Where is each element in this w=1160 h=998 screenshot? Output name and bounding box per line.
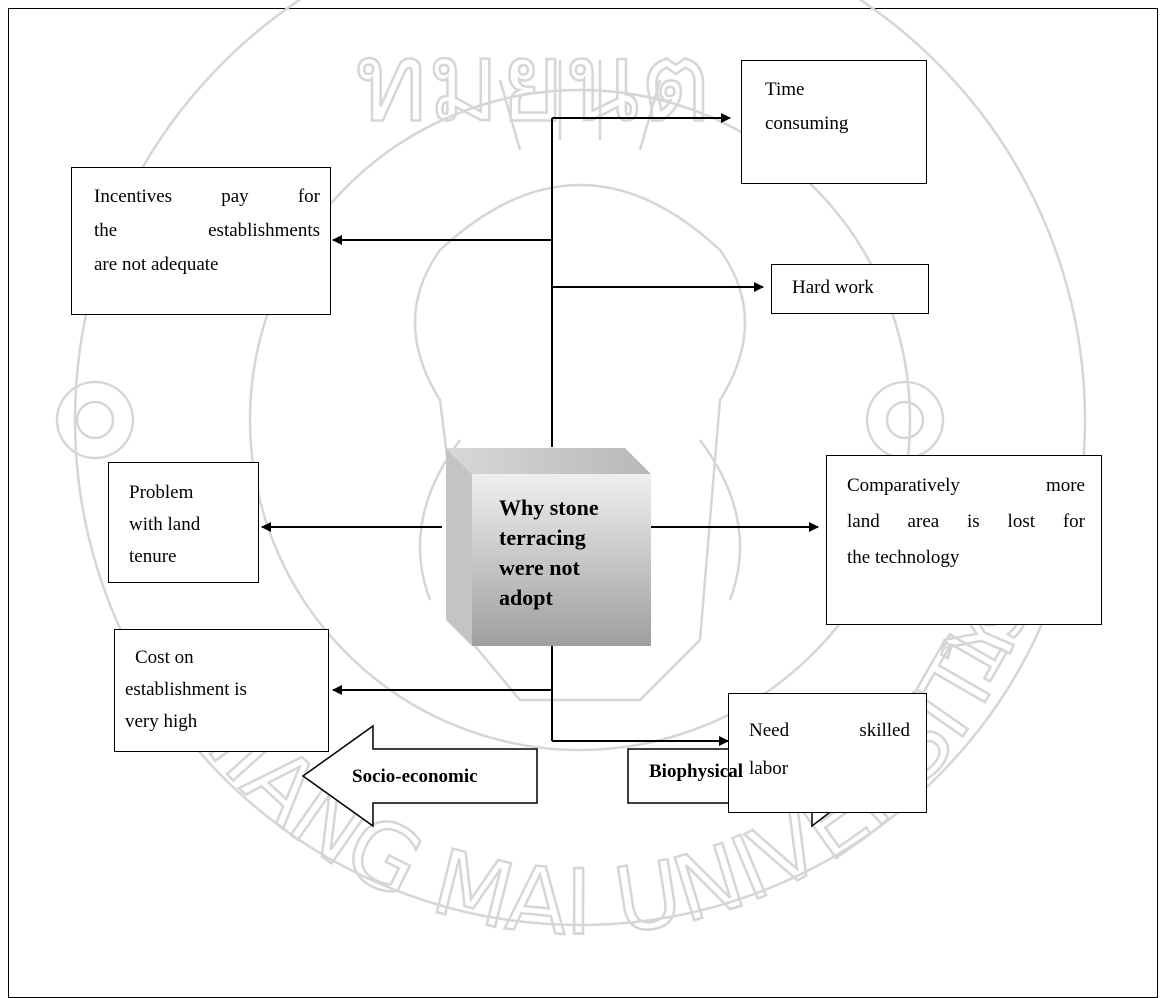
box-time-consuming: Time consuming [741,60,927,184]
center-question: Why stone terracing were not adopt [499,493,599,613]
box-incentives: Incentives pay for the establishments ar… [71,167,331,315]
box-line: with land [129,514,201,535]
center-line-2: terracing [499,525,586,550]
box-line: are not adequate [94,254,219,275]
box-line: the establishments [94,220,320,241]
watermark-top-text: ทมยนต [355,18,711,146]
box-land-tenure: Problem with land tenure [108,462,259,583]
box-line: Problem [129,482,194,503]
box-line: Incentives pay for [94,186,320,207]
box-line: Comparatively more [847,475,1085,496]
biophysical-label: Biophysical [649,761,743,782]
box-line: very high [125,711,198,732]
box-line: labor [749,758,789,779]
center-line-3: were not [499,555,580,580]
box-line: land area is lost for [847,511,1085,532]
box-cost: Cost on establishment is very high [114,629,329,752]
university-seal-watermark [55,0,1087,927]
box-line: Need skilled [749,720,910,741]
box-skilled-labor: Need skilled labor [728,693,927,813]
box-line: establishment is [125,679,247,700]
box-hard-work: Hard work [771,264,929,314]
socio-economic-label: Socio-economic [352,766,478,787]
center-line-4: adopt [499,585,553,610]
box-line: the technology [847,547,960,568]
socio-economic-arrow [301,724,538,828]
center-line-1: Why stone [499,495,599,520]
box-line: Hard work [792,277,874,298]
box-line: tenure [129,546,177,567]
box-line: Cost on [135,647,194,668]
box-line: consuming [765,113,849,134]
box-line: Time [765,79,805,100]
center-cube [446,448,651,646]
box-land-area: Comparatively more land area is lost for… [826,455,1102,625]
connectors [261,113,819,746]
